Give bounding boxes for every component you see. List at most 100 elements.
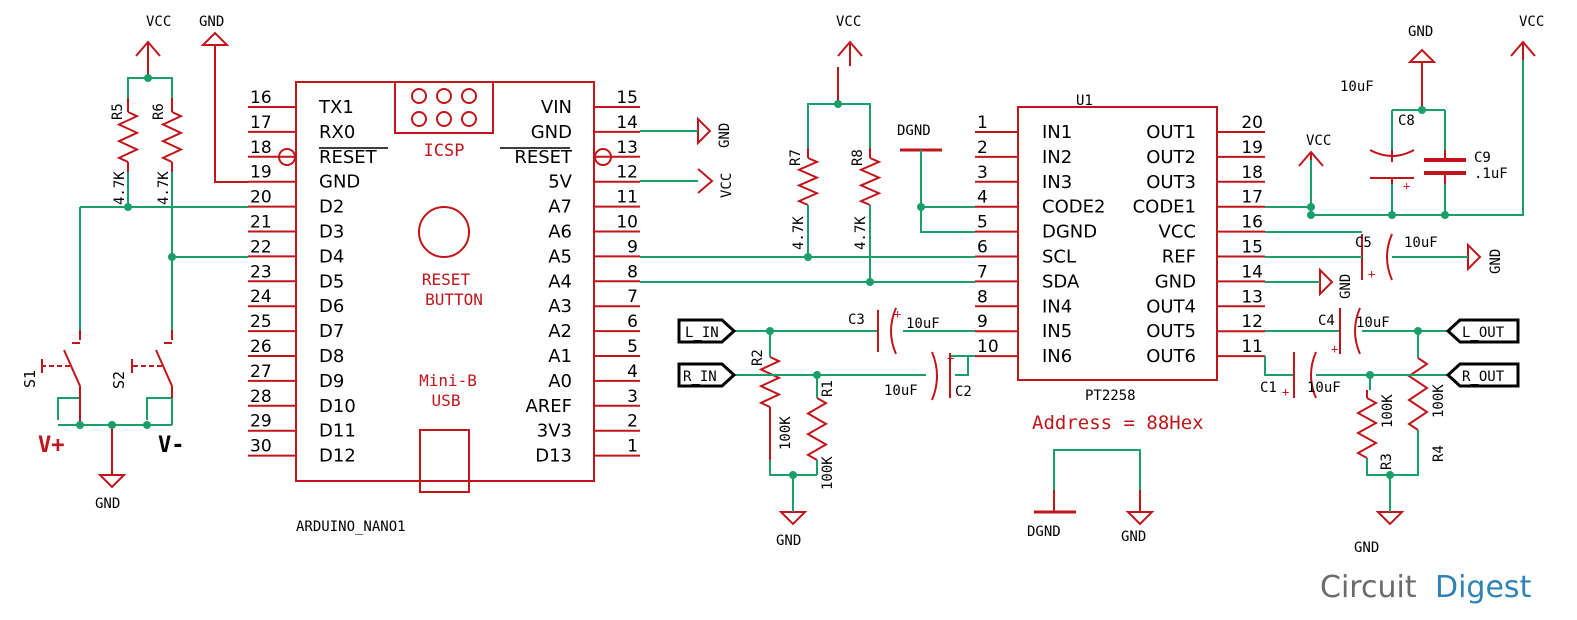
svg-text:C5: C5 [1355, 235, 1372, 251]
svg-text:L_OUT: L_OUT [1462, 325, 1505, 341]
pt2258-right-pin-number: 15 [1241, 238, 1263, 258]
arduino-left-pin-number: 25 [250, 312, 272, 332]
gnd-label: GND [717, 123, 733, 148]
arduino-left-pin-name: D5 [319, 271, 344, 292]
pt2258-right-pin-number: 20 [1241, 113, 1263, 133]
pt2258-left-pin-number: 9 [977, 312, 988, 332]
usb-label-2: USB [432, 391, 461, 410]
svg-text:+: + [1403, 179, 1410, 193]
i2c-address: Address = 88Hex [1032, 412, 1204, 434]
arduino-right-pin-name: AREF [525, 396, 572, 417]
pt2258-right-pin-number: 19 [1241, 138, 1263, 158]
arduino-left-pin-number: 24 [250, 287, 272, 307]
arduino-right-pin-name: A5 [548, 246, 572, 267]
arduino-left-pin-name: GND [319, 172, 360, 193]
svg-text:10uF: 10uF [1356, 315, 1390, 331]
resistor-r2-label: 100K [778, 416, 794, 450]
pt2258-right-pin-name: REF [1162, 247, 1196, 268]
switch-s1: S1 [21, 330, 81, 388]
pt2258-right-pin-number: 17 [1241, 188, 1263, 208]
arduino-left-pin-name: D12 [319, 446, 356, 467]
arduino-left-pin-number: 17 [250, 113, 272, 133]
switch-s2: S2 [110, 330, 173, 398]
reset-button-icon [418, 206, 470, 258]
capacitor-c9: C9 .1uF [1424, 150, 1508, 184]
resistor-r3-label: 100K [1380, 394, 1396, 428]
resistor-r3-label: R3 [1379, 453, 1395, 470]
icsp-header [394, 81, 494, 134]
arduino-right-pin-number: 2 [627, 412, 638, 432]
dgnd-symbol: DGND [1027, 490, 1141, 540]
svg-text:C4: C4 [1318, 313, 1335, 329]
resistor-r7-label: R7 [788, 149, 804, 166]
arduino-left-pin-name: TX1 [318, 97, 354, 118]
arduino-right-pin-name: 5V [548, 172, 572, 193]
resistor-r8: R84.7K [850, 148, 882, 250]
gnd-symbol: GND [1407, 24, 1437, 63]
pt2258-left-pin-number: 5 [977, 213, 988, 233]
arduino-left-pin-number: 26 [250, 337, 272, 357]
arduino-right-pin-number: 11 [616, 188, 638, 208]
resistors: R54.7KR64.7KR74.7KR84.7KR2100KR1100K100K… [110, 98, 1447, 490]
s2-label: S2 [110, 371, 128, 389]
junctions [76, 74, 1449, 479]
resistor-r4-label: 100K [1431, 384, 1447, 418]
v-plus-label: V+ [38, 433, 65, 458]
resistor-r7-label: 4.7K [791, 216, 807, 250]
logo-part2: Digest [1435, 570, 1532, 605]
arduino-left-pin-name: RX0 [319, 122, 355, 143]
gnd-symbol: GND [1319, 267, 1354, 299]
svg-text:+: + [1368, 267, 1375, 281]
svg-text:+: + [1331, 342, 1338, 356]
capacitor-c2: + C2 10uF [884, 351, 972, 401]
dgnd-label: DGND [897, 123, 931, 139]
pt2258-right-pin-number: 14 [1241, 262, 1263, 282]
svg-text:C8: C8 [1398, 113, 1415, 129]
gnd-label: GND [1338, 274, 1354, 299]
gnd-label: GND [776, 533, 801, 549]
icsp-pins [411, 88, 477, 127]
icsp-label: ICSP [424, 141, 465, 161]
reset-button-label-2: BUTTON [425, 290, 483, 309]
pt2258-right-pin-number: 12 [1241, 312, 1263, 332]
svg-text:10uF: 10uF [906, 316, 940, 332]
arduino-left-pin-number: 29 [250, 412, 272, 432]
capacitor-c3: + C3 10uF [848, 307, 940, 355]
resistor-r8-label: 4.7K [853, 216, 869, 250]
resistor-r1-label: 100K [820, 456, 836, 490]
pt2258-left-pin-number: 8 [977, 287, 988, 307]
logo-part1: Circuit [1320, 570, 1417, 605]
arduino-left-pin-name: D11 [319, 421, 356, 442]
gnd-symbol: GND [697, 116, 733, 148]
pt2258-right-pin-number: 13 [1241, 287, 1263, 307]
pt2258-right-pins: 20OUT119OUT218OUT317CODE116VCC15REF14GND… [1133, 113, 1265, 367]
pt2258-left-pin-number: 1 [977, 113, 988, 133]
arduino-right-pin-number: 7 [627, 287, 638, 307]
s1-label: S1 [21, 370, 39, 388]
pt2258-left-pin-number: 2 [977, 138, 988, 158]
arduino-right-pin-number: 14 [616, 113, 638, 133]
resistor-r6: R64.7K [151, 98, 184, 205]
arduino-right-pin-number: 4 [627, 362, 638, 382]
arduino-right-pin-number: 3 [627, 387, 638, 407]
vcc-label: VCC [719, 173, 735, 198]
pt2258-left-pin-number: 6 [977, 238, 988, 258]
vcc-symbol: VCC [836, 14, 863, 66]
gnd-label: GND [1121, 529, 1146, 545]
arduino-left-pin-number: 27 [250, 362, 272, 382]
pt2258-body [1017, 106, 1218, 381]
arduino-right-pin-name: A6 [548, 222, 572, 243]
svg-text:+: + [894, 307, 901, 321]
resistor-r5-label: 4.7K [112, 171, 128, 205]
vcc-label: VCC [1306, 133, 1331, 149]
reset-button-label-1: RESET [422, 270, 471, 289]
resistor-r7: R7 4.7K [788, 148, 820, 250]
capacitor-c5: + C5 10uF [1355, 233, 1438, 281]
